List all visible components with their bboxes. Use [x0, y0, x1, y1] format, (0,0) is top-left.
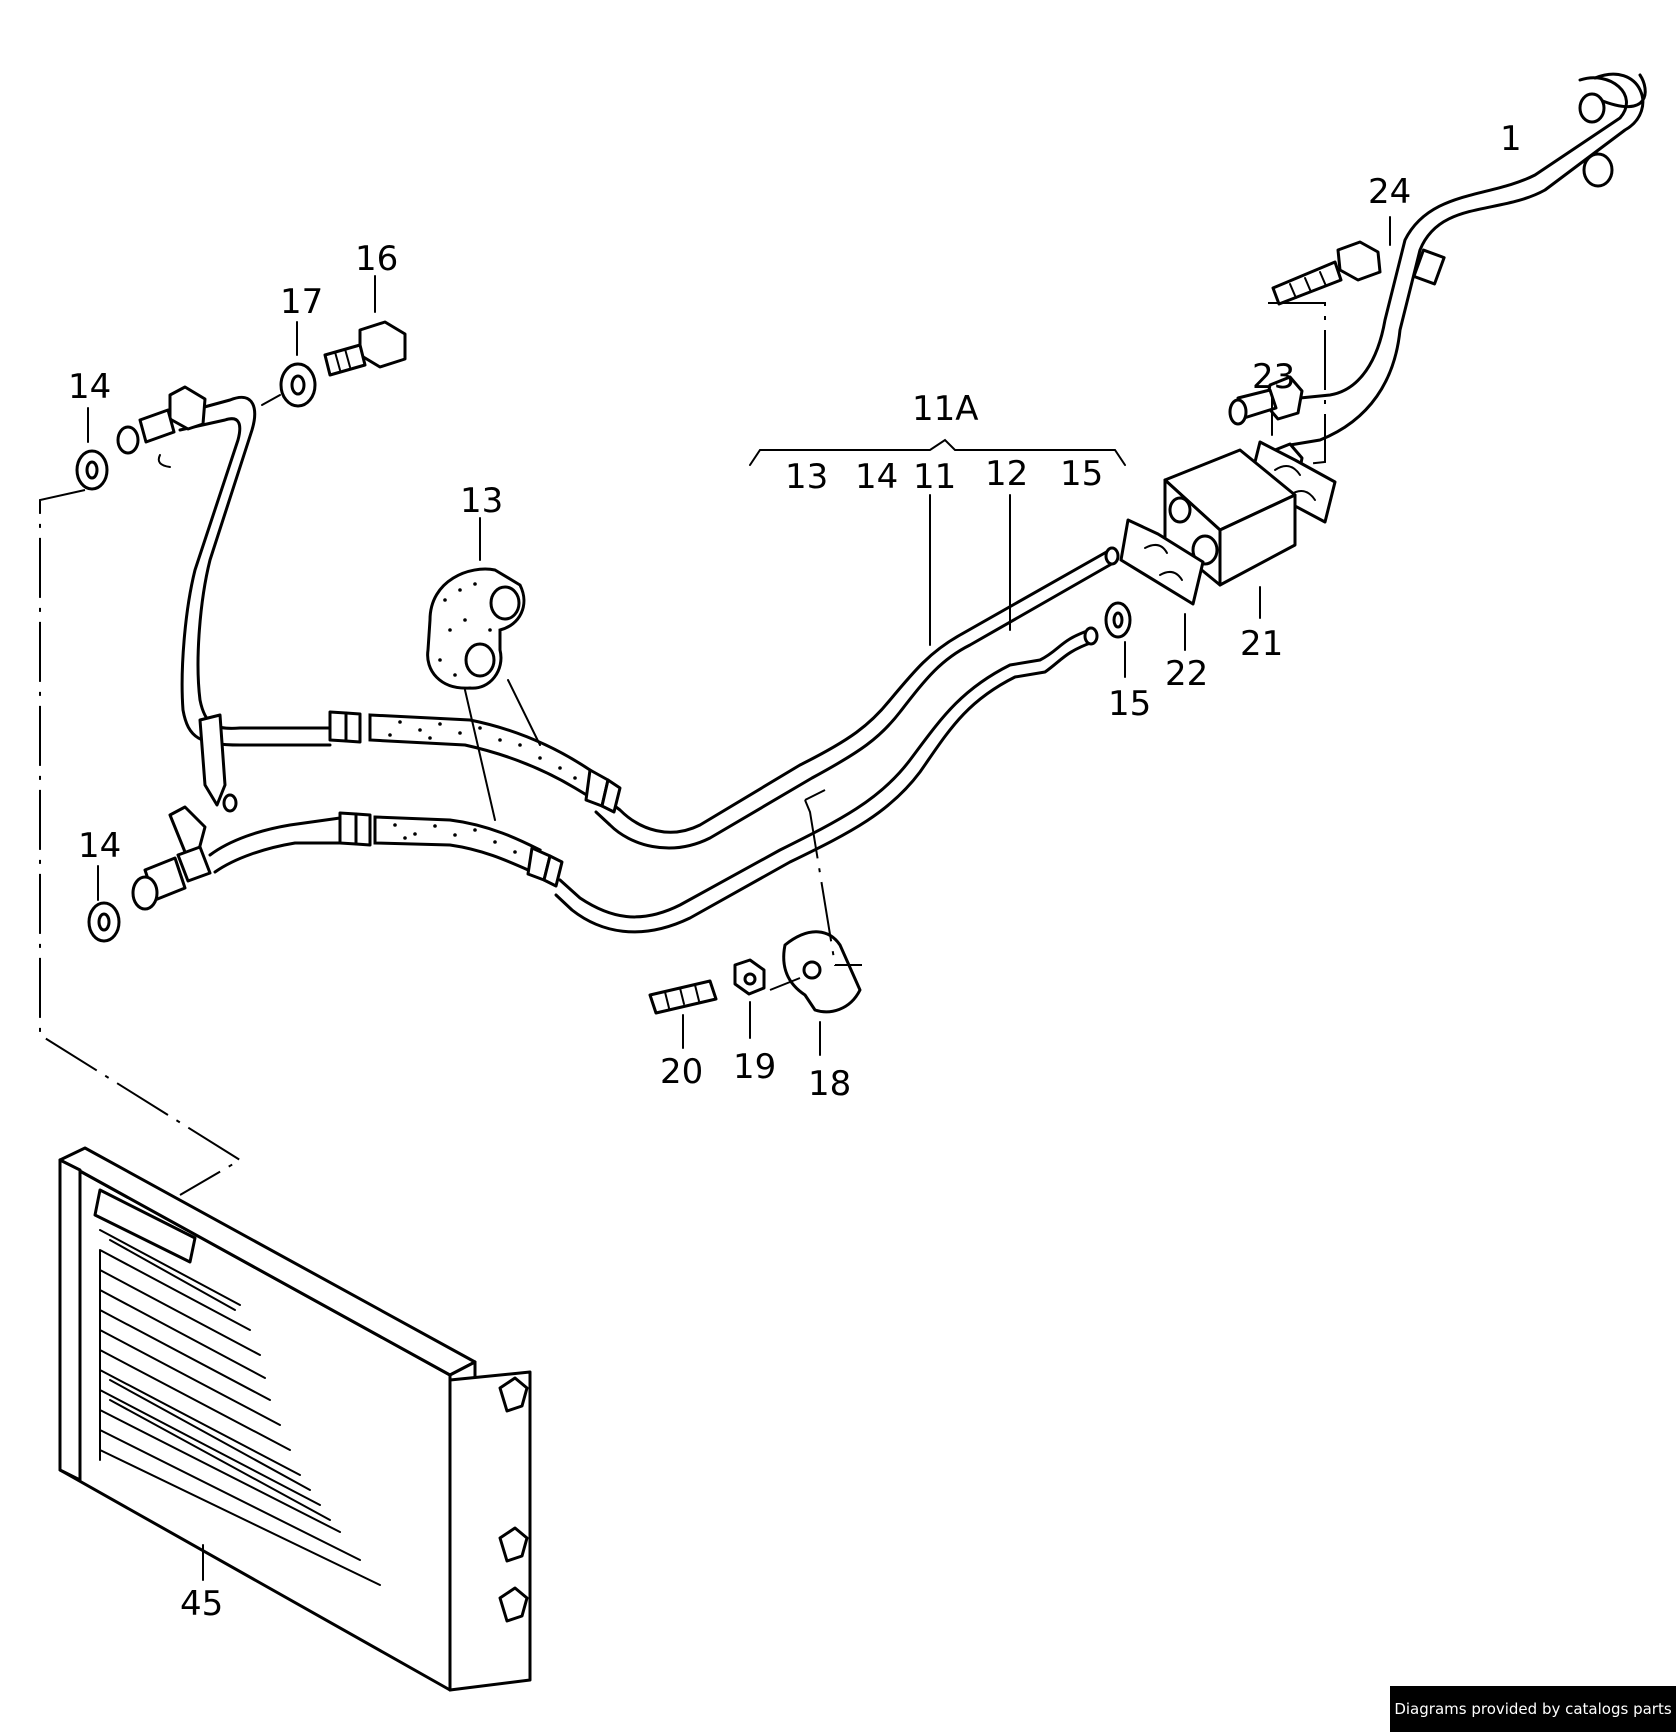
callout-24: 24 [1368, 172, 1411, 212]
part-22-gasket [1119, 518, 1205, 651]
callout-13-mount: 13 [460, 481, 503, 521]
part-13-rubber-mount [426, 517, 541, 821]
callout-16: 16 [355, 239, 398, 279]
radiator-core-fins [99, 1229, 381, 1586]
callout-14-upper: 14 [68, 367, 111, 407]
callout-14-lower: 14 [78, 826, 121, 866]
part-14-washer-upper [75, 407, 109, 491]
callout-19: 19 [733, 1047, 776, 1087]
callout-13-group: 13 [785, 457, 828, 497]
part-17-washer [279, 321, 317, 408]
part-11-pipe [594, 546, 1120, 850]
callout-18: 18 [808, 1064, 851, 1104]
part-16-bolt [323, 275, 407, 377]
callout-11A-bracket [749, 438, 1126, 646]
callout-labels: 1 24 23 21 22 15 11A 13 14 11 12 15 13 1… [68, 119, 1522, 1624]
callout-15-right: 15 [1108, 684, 1151, 724]
left-pipe-lower [131, 805, 342, 911]
left-pipe-upper [116, 385, 332, 813]
callout-15-group: 15 [1060, 454, 1103, 494]
part-12-pipe [554, 626, 1099, 934]
callout-21: 21 [1240, 624, 1283, 664]
part-19-nut [733, 958, 766, 1039]
part-20-stud [648, 979, 718, 1049]
callout-1: 1 [1500, 119, 1522, 159]
callout-22: 22 [1165, 654, 1208, 694]
part-14-washer-lower [87, 865, 121, 943]
callout-11: 11 [913, 457, 956, 497]
callout-14-group: 14 [855, 457, 898, 497]
part-13-hose-lower [338, 811, 564, 888]
callout-11A: 11A [912, 389, 979, 429]
part-21-adapter-block [1163, 448, 1297, 619]
callout-23: 23 [1252, 357, 1295, 397]
callout-12: 12 [985, 454, 1028, 494]
part-15-washer-right [1104, 601, 1132, 678]
part-13-hose-upper [328, 710, 622, 814]
part-18-clamp [782, 930, 862, 1056]
credit-banner: Diagrams provided by catalogs parts [1390, 1686, 1676, 1732]
part-45-radiator [58, 1146, 532, 1692]
callout-20: 20 [660, 1052, 703, 1092]
part-24-bolt [1271, 216, 1391, 306]
callout-17: 17 [280, 282, 323, 322]
callout-45: 45 [180, 1584, 223, 1624]
